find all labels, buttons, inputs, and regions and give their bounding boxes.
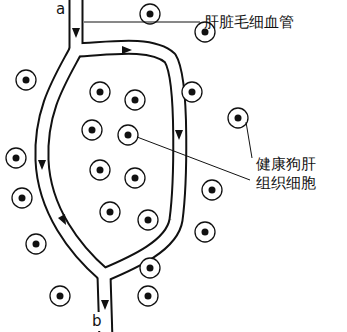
cell-name-label: 健康狗肝组织细胞 (256, 155, 316, 193)
vessel-end-label: b (92, 312, 102, 331)
vessel-end-label: a (56, 0, 65, 19)
vessel-name-label: 肝脏毛细血管 (204, 13, 294, 32)
